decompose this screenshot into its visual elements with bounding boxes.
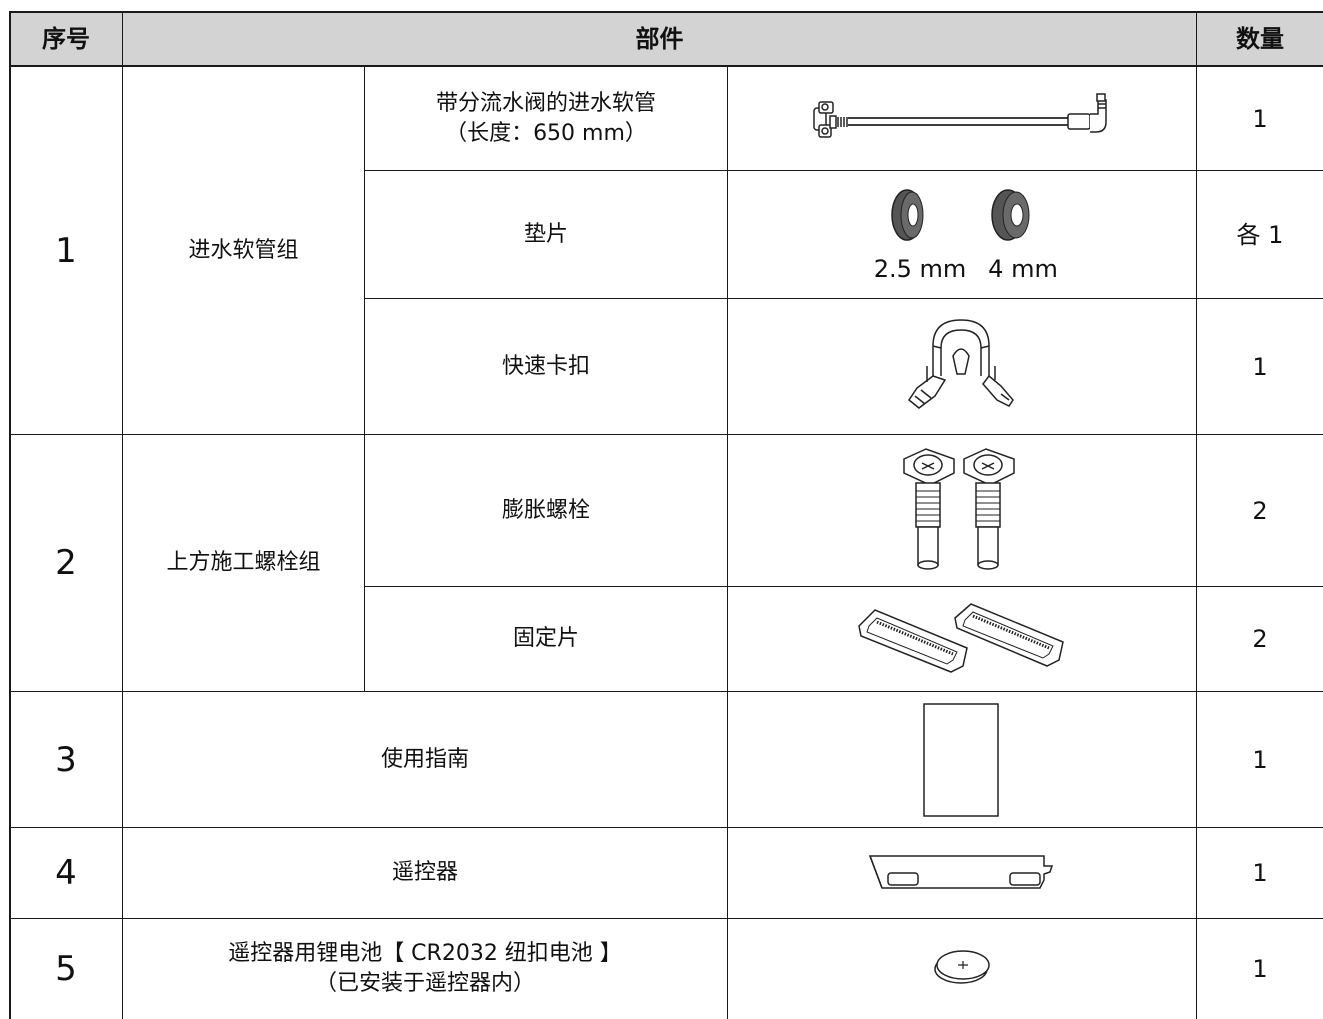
item-name: 垫片 — [523, 221, 568, 247]
row-number: 4 — [55, 853, 77, 893]
coin-battery-icon — [934, 950, 990, 984]
row-number: 5 — [55, 949, 77, 989]
column-divider — [122, 11, 123, 1019]
header-qty: 数量 — [1236, 25, 1284, 53]
row-number: 2 — [55, 543, 77, 583]
column-divider — [364, 66, 365, 692]
washer-gasket-icon — [891, 189, 1030, 241]
header-divider — [10, 65, 1323, 67]
row-divider — [364, 298, 1323, 299]
table-left-border — [9, 11, 11, 1019]
row-divider — [10, 691, 1323, 692]
row-number: 3 — [55, 739, 77, 780]
column-divider — [1196, 11, 1197, 1019]
group-name: 上方施工螺栓组 — [166, 550, 321, 575]
item-qty: 1 — [1252, 859, 1268, 887]
table-top-border — [10, 11, 1323, 13]
item-name: 遥控器 — [391, 860, 458, 885]
group-name: 进水软管组 — [188, 237, 299, 263]
row-divider — [10, 827, 1323, 828]
item-name: 使用指南 — [380, 746, 469, 772]
item-qty: 1 — [1252, 104, 1268, 133]
item-name: 固定片 — [512, 626, 579, 651]
item-qty: 1 — [1252, 955, 1268, 983]
item-qty: 2 — [1252, 496, 1268, 525]
remote-control-icon — [868, 855, 1054, 889]
column-divider — [727, 66, 728, 1019]
inlet-hose-body — [848, 93, 1107, 133]
row-divider — [10, 434, 1323, 435]
item-name: 快速卡扣 — [501, 353, 590, 379]
item-name: 膨胀螺栓 — [501, 497, 590, 523]
fixing-plate-icon — [858, 603, 1064, 673]
item-name: 带分流水阀的进水软管 （长度：650 mm） — [435, 90, 656, 146]
row-number: 1 — [55, 230, 77, 271]
row-divider — [10, 918, 1323, 919]
header-part: 部件 — [635, 25, 684, 53]
item-qty: 2 — [1252, 625, 1268, 653]
washer-size-label: 2.5 mm — [873, 255, 967, 283]
quick-clip-icon — [907, 319, 1014, 409]
manual-booklet-icon — [923, 703, 999, 817]
item-qty: 1 — [1252, 745, 1268, 774]
item-name: 遥控器用锂电池【 CR2032 纽扣电池 】 （已安装于遥控器内） — [228, 941, 622, 996]
table-header — [10, 12, 1323, 66]
expansion-bolt-icon — [903, 448, 1015, 570]
header-no: 序号 — [42, 25, 90, 53]
washer-size-label: 4 mm — [988, 255, 1058, 283]
item-qty: 各 1 — [1236, 220, 1284, 249]
item-qty: 1 — [1252, 352, 1268, 381]
row-divider — [364, 170, 1323, 171]
row-divider — [364, 586, 1323, 587]
